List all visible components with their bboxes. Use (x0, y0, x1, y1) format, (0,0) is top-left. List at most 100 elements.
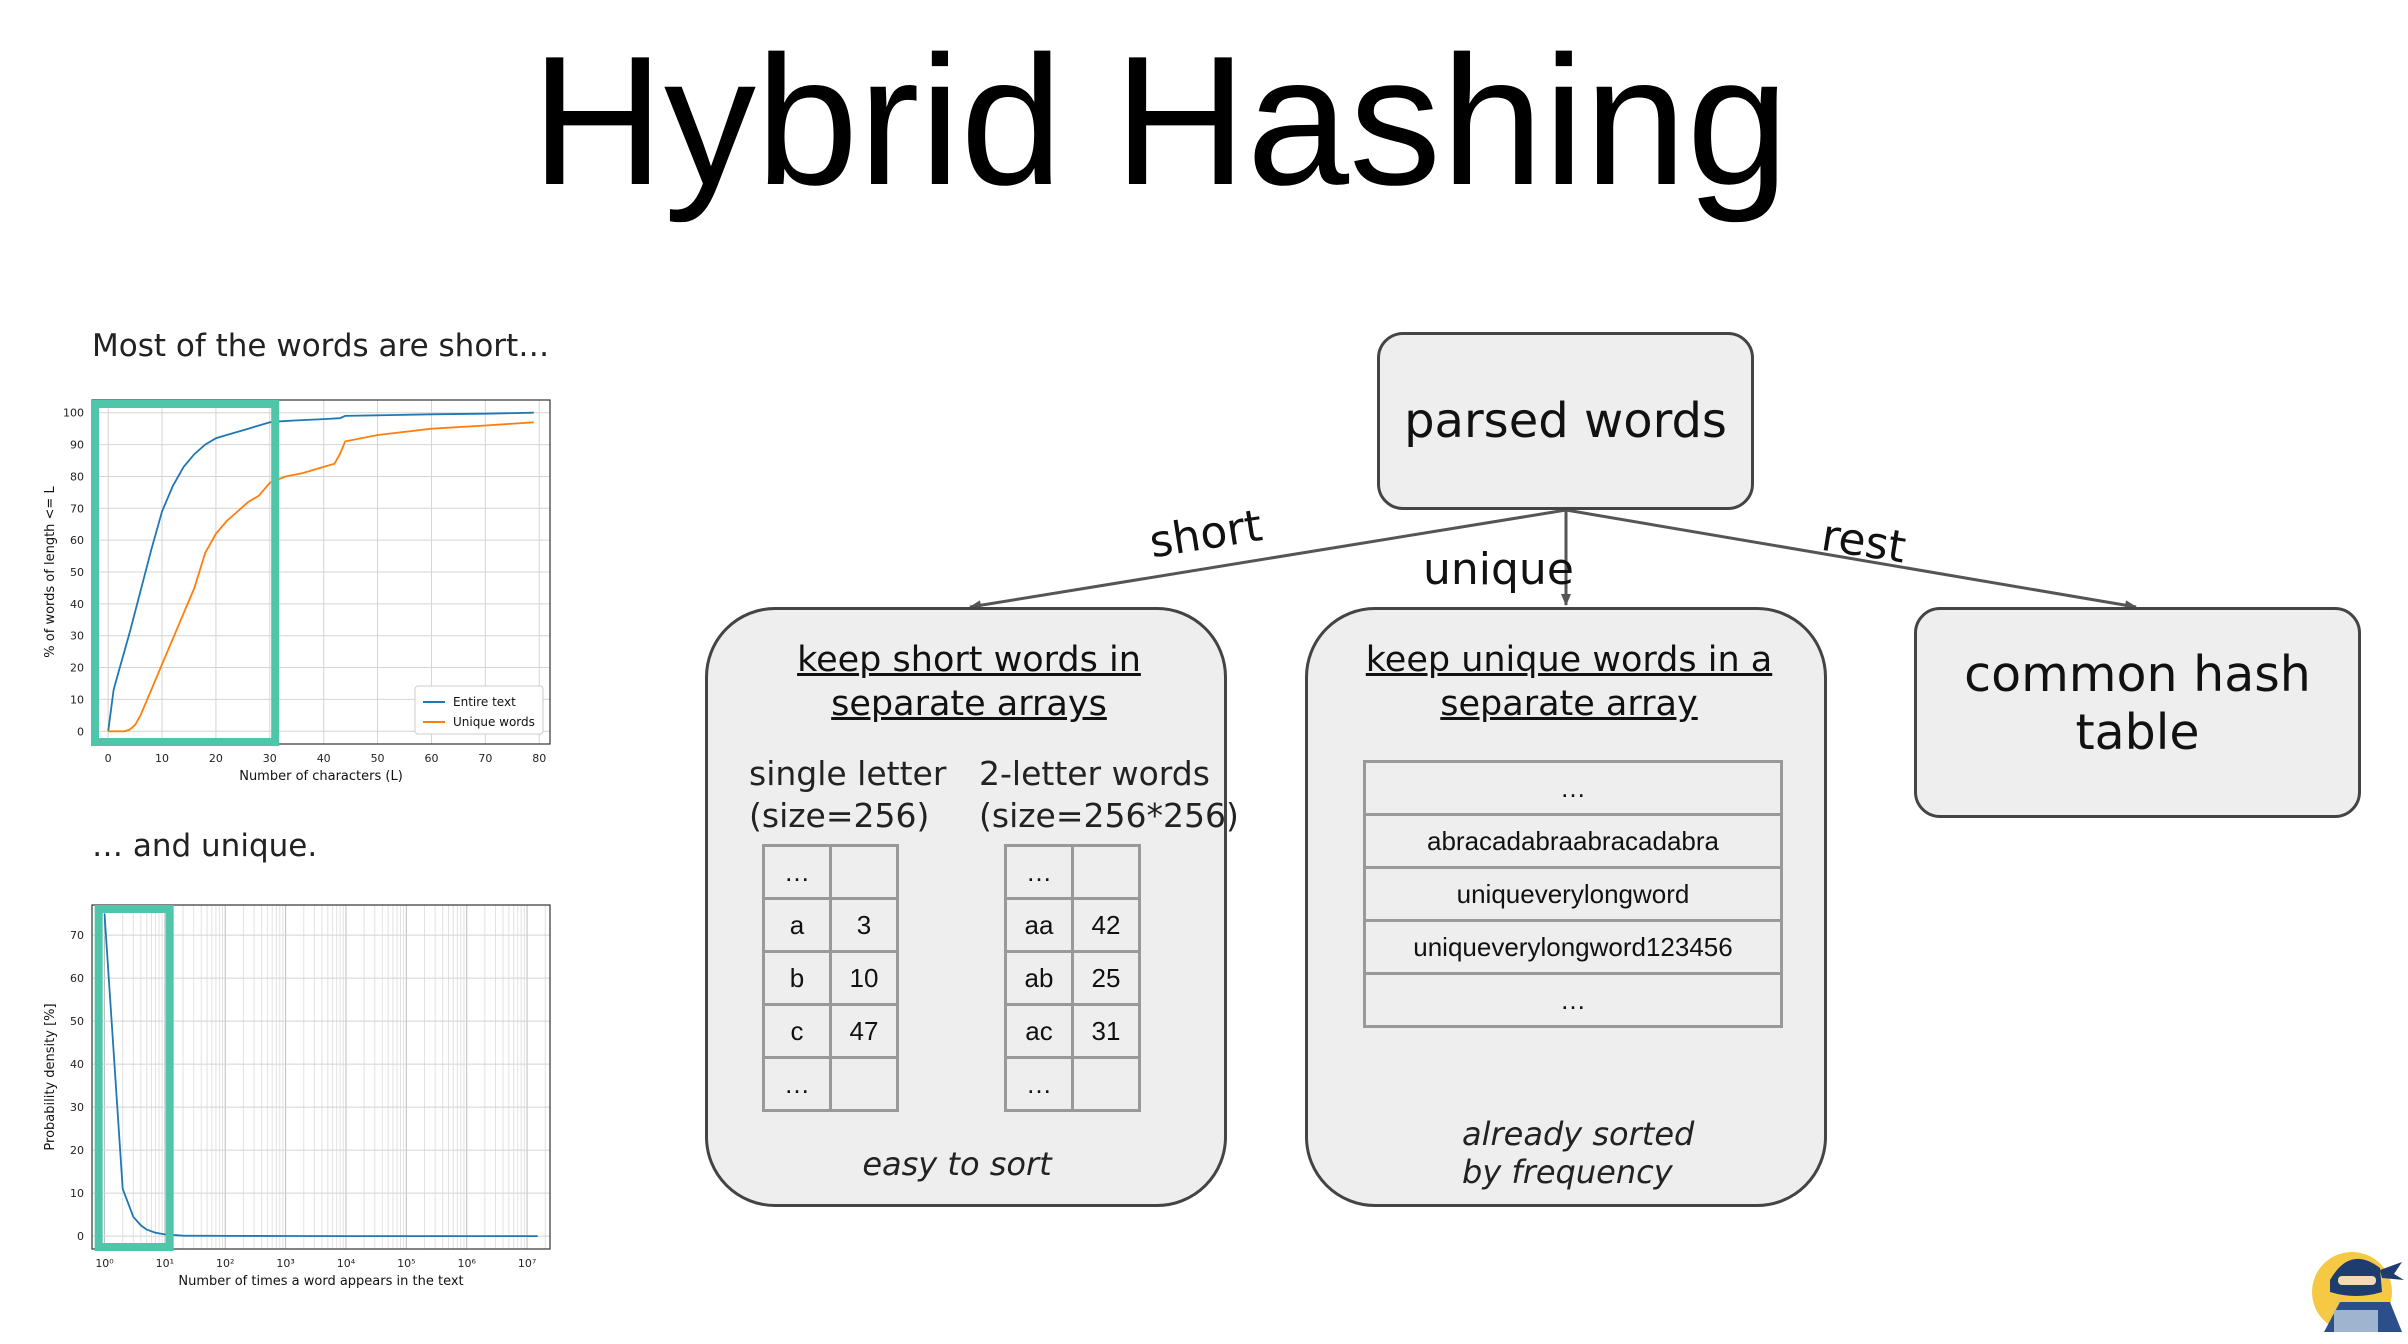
two-letter-table-cell: 42 (1071, 897, 1141, 953)
x-tick-label: 30 (263, 752, 277, 765)
two-letter-size-label: (size=256*256) (979, 796, 1239, 835)
unique-words-table-cell: uniqueverylongword123456 (1363, 919, 1783, 975)
highlight-box (94, 905, 174, 1251)
two-letter-table-cell (1071, 844, 1141, 900)
single-letter-size-label: (size=256) (749, 796, 930, 835)
arrow-short (969, 508, 1567, 611)
y-tick-label: 20 (70, 1144, 84, 1157)
sorted-note-line1: already sorted (1462, 1115, 1695, 1153)
single-letter-table-cell: b (762, 950, 832, 1006)
x-tick-label: 10 (155, 752, 169, 765)
single-letter-label: single letter (749, 754, 947, 793)
two-letter-table-cell: 31 (1071, 1003, 1141, 1059)
unique-words-table-row: abracadabraabracadabra (1363, 813, 1783, 869)
legend-box (414, 685, 544, 735)
y-tick-label: 0 (77, 725, 84, 738)
two-letter-label: 2-letter words (979, 754, 1210, 793)
short-words-node: keep short words in separate arrays sing… (705, 607, 1239, 1207)
plot-frame (91, 904, 551, 1250)
x-tick-label: 10¹ (156, 1257, 174, 1270)
sorted-note-line2: by frequency (1462, 1153, 1673, 1191)
unique-words-table-cell: abracadabraabracadabra (1363, 813, 1783, 869)
y-tick-label: 0 (77, 1230, 84, 1243)
x-tick-label: 10⁴ (337, 1257, 356, 1270)
x-tick-label: 10⁷ (518, 1257, 536, 1270)
ninja-mascot-icon (2312, 1252, 2404, 1332)
single-letter-table-cell: 3 (829, 897, 899, 953)
unique-words-table-cell: uniqueverylongword (1363, 866, 1783, 922)
single-letter-table-cell (829, 844, 899, 900)
x-tick-label: 70 (478, 752, 492, 765)
easy-to-sort-note: easy to sort (862, 1145, 1052, 1183)
single-letter-table-cell: … (762, 1056, 832, 1112)
y-tick-label: 70 (70, 929, 84, 942)
legend-label: Entire text (453, 695, 516, 709)
x-tick-label: 10³ (276, 1257, 294, 1270)
short-words-heading-line1: keep short words in (797, 640, 1141, 680)
two-letter-table-cell: … (1004, 1056, 1074, 1112)
y-tick-label: 80 (70, 470, 84, 483)
y-tick-label: 50 (70, 1015, 84, 1028)
y-axis-label: Probability density [%] (43, 1003, 58, 1150)
unique-words-heading-line2: separate array (1440, 684, 1698, 724)
x-tick-label: 10⁰ (95, 1257, 114, 1270)
single-letter-table-cell: 10 (829, 950, 899, 1006)
single-letter-table-cell: c (762, 1003, 832, 1059)
two-letter-table-cell: 25 (1071, 950, 1141, 1006)
slide-title: Hybrid Hashing (531, 17, 1789, 223)
y-tick-label: 60 (70, 972, 84, 985)
y-tick-label: 10 (70, 1187, 84, 1200)
x-tick-label: 40 (317, 752, 331, 765)
unique-words-heading-line1: keep unique words in a (1365, 640, 1773, 680)
highlight-box (91, 400, 280, 746)
single-letter-table-cell: 47 (829, 1003, 899, 1059)
series-line-0 (103, 913, 538, 1238)
y-tick-label: 60 (70, 534, 84, 547)
x-tick-label: 10⁶ (457, 1257, 476, 1270)
unique-words-table-row: uniqueverylongword (1363, 866, 1783, 922)
unique-words-node: keep unique words in a separate array …a… (1305, 607, 1827, 1207)
two-letter-table-row: … (1004, 1056, 1141, 1112)
single-letter-table-row: … (762, 1056, 899, 1112)
single-letter-table-cell: … (762, 844, 832, 900)
unique-words-table-cell: … (1363, 972, 1783, 1028)
two-letter-table-cell (1071, 1056, 1141, 1112)
single-letter-table-cell: a (762, 897, 832, 953)
y-tick-label: 40 (70, 598, 84, 611)
common-hash-table-node: common hash table (1914, 607, 2361, 818)
single-letter-table-row: … (762, 844, 899, 900)
unique-words-table-row: … (1363, 972, 1783, 1028)
arrow-rest (1565, 508, 2137, 611)
two-letter-table-cell: ac (1004, 1003, 1074, 1059)
legend-label: Unique words (453, 715, 535, 729)
parsed-words-node: parsed words (1377, 332, 1754, 510)
two-letter-table-cell: aa (1004, 897, 1074, 953)
series-line-0 (107, 411, 534, 732)
y-tick-label: 30 (70, 1101, 84, 1114)
y-tick-label: 10 (70, 693, 84, 706)
y-tick-label: 50 (70, 566, 84, 579)
unique-words-table-row: … (1363, 760, 1783, 816)
x-axis-label: Number of characters (L) (239, 769, 403, 784)
x-tick-label: 10² (216, 1257, 234, 1270)
unique-words-table-row: uniqueverylongword123456 (1363, 919, 1783, 975)
caption-unique-words: … and unique. (92, 828, 318, 864)
series-line-1 (108, 421, 534, 733)
x-tick-label: 50 (371, 752, 385, 765)
y-tick-label: 70 (70, 502, 84, 515)
y-tick-label: 20 (70, 662, 84, 675)
single-letter-table-cell (829, 1056, 899, 1112)
common-hash-label-line1: common hash (1964, 646, 2311, 703)
two-letter-table-cell: … (1004, 844, 1074, 900)
two-letter-table-row: … (1004, 844, 1141, 900)
